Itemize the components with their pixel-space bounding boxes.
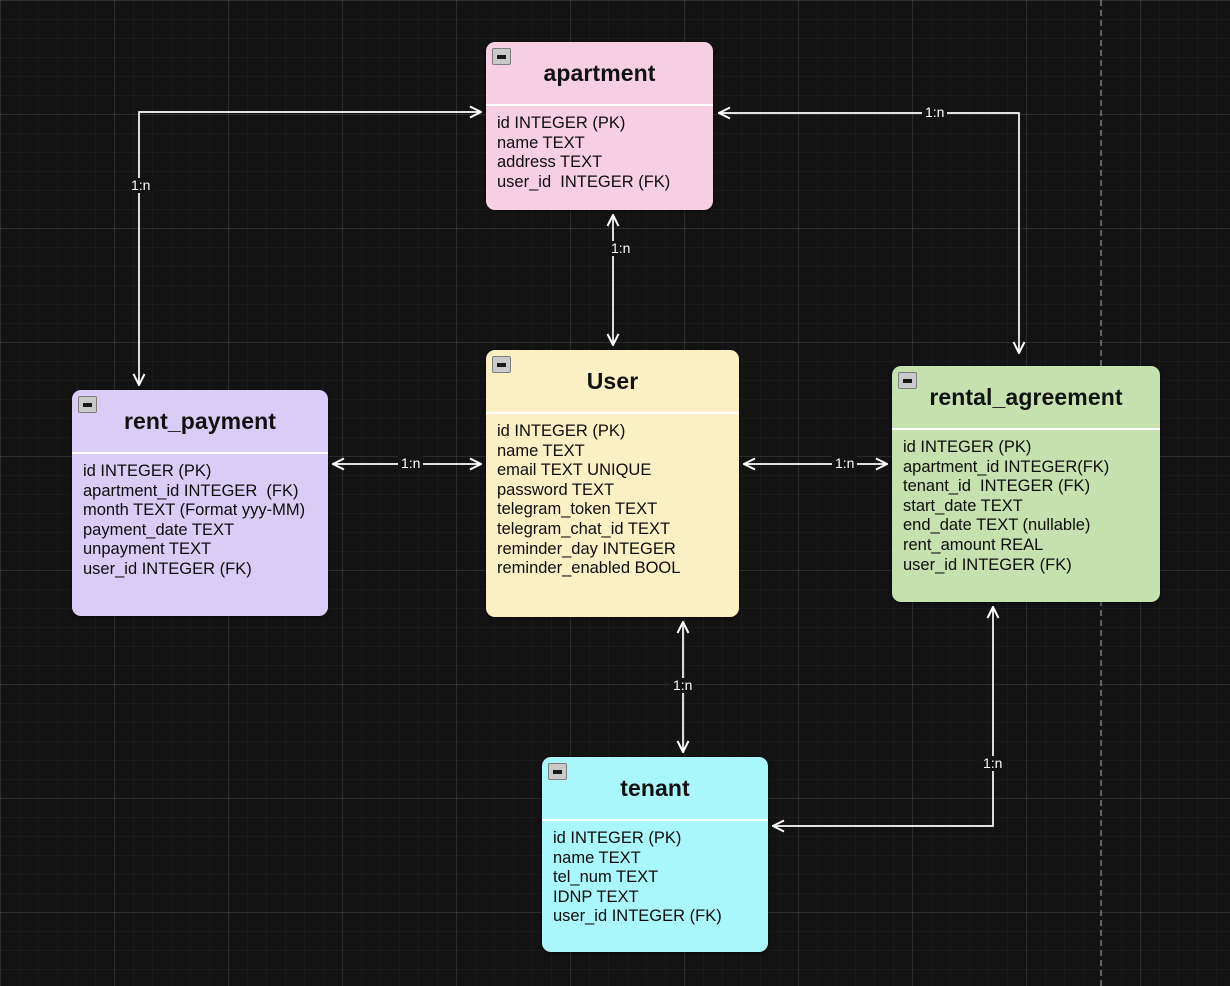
field-row: id INTEGER (PK) (497, 422, 626, 440)
entity-header-tenant: tenant (542, 757, 768, 821)
field-row: address TEXT (497, 153, 603, 172)
field-row: user_id INTEGER (FK) (903, 555, 1072, 574)
field-row: password TEXT (497, 480, 615, 499)
entity-header-user: User (486, 350, 739, 414)
field-row: email TEXT UNIQUE (497, 461, 652, 480)
cardinality-label-apartment-user: 1:n (608, 241, 634, 256)
field-row: user_id INTEGER (FK) (497, 172, 671, 191)
entity-user[interactable]: User id INTEGER (PK) name TEXT email TEX… (486, 350, 739, 617)
entity-fields-apartment: id INTEGER (PK) name TEXT address TEXT u… (486, 106, 713, 202)
field-row: end_date TEXT (nullable) (903, 516, 1091, 535)
minus-icon[interactable] (492, 48, 511, 65)
cardinality-label-user-tenant: 1:n (670, 678, 696, 693)
entity-fields-user: id INTEGER (PK) name TEXT email TEXT UNI… (486, 414, 739, 589)
entity-title: rental_agreement (929, 383, 1123, 410)
minus-icon[interactable] (898, 372, 917, 389)
cardinality-label-apartment-rental-agreement: 1:n (922, 105, 948, 120)
cardinality-label-user-rental-agreement: 1:n (832, 456, 858, 471)
entity-header-rent-payment: rent_payment (72, 390, 328, 454)
field-row: apartment_id INTEGER(FK) (903, 457, 1110, 476)
field-row: id INTEGER (PK) (903, 438, 1032, 456)
cardinality-label-apartment-rent-payment: 1:n (128, 178, 154, 193)
entity-rental-agreement[interactable]: rental_agreement id INTEGER (PK) apartme… (892, 366, 1160, 602)
minus-icon[interactable] (548, 763, 567, 780)
field-row: month TEXT (Format yyy-MM) (83, 501, 306, 520)
field-row: payment_date TEXT (83, 520, 235, 539)
field-row: tel_num TEXT (553, 868, 659, 887)
field-row: rent_amount REAL (903, 535, 1044, 554)
field-row: tenant_id INTEGER (FK) (903, 477, 1091, 496)
entity-title: apartment (543, 59, 656, 86)
entity-fields-rent-payment: id INTEGER (PK) apartment_id INTEGER (FK… (72, 454, 328, 590)
field-row: name TEXT (497, 441, 585, 460)
field-row: id INTEGER (PK) (83, 462, 212, 480)
field-row: reminder_enabled BOOL (497, 559, 681, 578)
field-row: id INTEGER (PK) (553, 829, 682, 847)
field-row: reminder_day INTEGER (497, 539, 676, 558)
entity-header-rental-agreement: rental_agreement (892, 366, 1160, 430)
field-row: telegram_chat_id TEXT (497, 519, 671, 538)
field-row: name TEXT (497, 133, 585, 152)
entity-fields-rental-agreement: id INTEGER (PK) apartment_id INTEGER(FK)… (892, 430, 1160, 585)
edge-rental-agreement-tenant (774, 608, 993, 826)
minus-icon[interactable] (492, 356, 511, 373)
entity-title: User (586, 367, 639, 394)
field-row: telegram_token TEXT (497, 500, 658, 519)
field-row: unpayment TEXT (83, 540, 212, 559)
entity-header-apartment: apartment (486, 42, 713, 106)
cardinality-label-rent-payment-user: 1:n (398, 456, 424, 471)
entity-apartment[interactable]: apartment id INTEGER (PK) name TEXT addr… (486, 42, 713, 210)
field-row: apartment_id INTEGER (FK) (83, 481, 299, 500)
minus-icon[interactable] (78, 396, 97, 413)
entity-title: rent_payment (123, 407, 277, 434)
edge-apartment-rent-payment (139, 112, 480, 384)
entity-title: tenant (620, 774, 690, 801)
field-row: name TEXT (553, 848, 641, 867)
field-row: id INTEGER (PK) (497, 114, 626, 132)
entity-tenant[interactable]: tenant id INTEGER (PK) name TEXT tel_num… (542, 757, 768, 952)
entity-rent-payment[interactable]: rent_payment id INTEGER (PK) apartment_i… (72, 390, 328, 616)
field-row: user_id INTEGER (FK) (83, 559, 252, 578)
entity-fields-tenant: id INTEGER (PK) name TEXT tel_num TEXT I… (542, 821, 768, 937)
field-row: IDNP TEXT (553, 887, 639, 906)
edge-apartment-rental-agreement (720, 113, 1019, 352)
cardinality-label-rental-agreement-tenant: 1:n (980, 756, 1006, 771)
field-row: user_id INTEGER (FK) (553, 907, 722, 926)
field-row: start_date TEXT (903, 496, 1023, 515)
